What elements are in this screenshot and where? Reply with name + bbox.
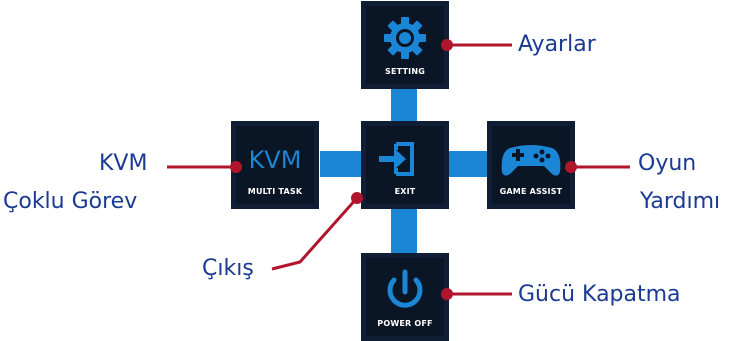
game-assist-tile[interactable]: GAME ASSIST bbox=[487, 121, 575, 209]
label-power: Gücü Kapatma bbox=[518, 282, 681, 307]
game-assist-caption: GAME ASSIST bbox=[499, 187, 563, 196]
label-exit: Çıkış bbox=[202, 256, 254, 281]
kvm-word: KVM bbox=[248, 146, 302, 174]
label-game-line2: Yardımı bbox=[640, 189, 721, 214]
setting-tile[interactable]: SETTING bbox=[361, 1, 449, 89]
multitask-caption: MULTI TASK bbox=[247, 187, 303, 196]
label-game-line1: Oyun bbox=[638, 151, 697, 176]
label-kvm-line2: Çoklu Görev bbox=[3, 189, 138, 214]
power-off-caption: POWER OFF bbox=[377, 319, 433, 328]
power-icon bbox=[387, 269, 423, 308]
gear-icon bbox=[384, 17, 426, 59]
label-settings: Ayarlar bbox=[518, 32, 596, 57]
label-kvm-line1: KVM bbox=[99, 151, 148, 176]
exit-icon bbox=[379, 142, 414, 176]
exit-caption: EXIT bbox=[394, 187, 416, 196]
multitask-tile[interactable]: KVM MULTI TASK bbox=[231, 121, 319, 209]
power-off-tile[interactable]: POWER OFF bbox=[361, 253, 449, 341]
exit-tile[interactable]: EXIT bbox=[361, 121, 449, 209]
gamepad-icon bbox=[501, 145, 561, 176]
setting-caption: SETTING bbox=[385, 67, 425, 76]
